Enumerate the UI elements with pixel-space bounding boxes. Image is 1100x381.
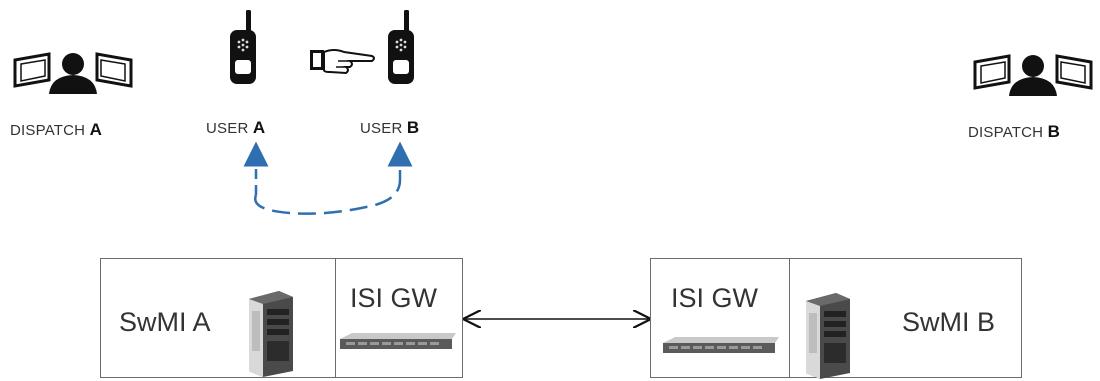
- swmi-b-box: SwMI B: [789, 258, 1022, 379]
- user-b-letter: B: [406, 118, 420, 137]
- dispatch-b-letter: B: [1047, 122, 1061, 141]
- isi-gw-b-label: ISI GW: [671, 283, 758, 313]
- isi-gw-a-box: ISI GW: [335, 258, 463, 378]
- dispatch-a-label: DISPATCH A: [10, 120, 102, 140]
- user-b-text: USER: [360, 120, 403, 137]
- isi-gw-a-label: ISI GW: [350, 283, 437, 313]
- dispatch-b-text: DISPATCH: [968, 124, 1044, 141]
- user-a-text: USER: [206, 120, 249, 137]
- swmi-a-box: SwMI A: [100, 258, 336, 378]
- swmi-b-label: SwMI B: [902, 307, 996, 337]
- isi-gw-b-box: ISI GW: [650, 258, 790, 378]
- dispatch-b-label: DISPATCH B: [968, 122, 1060, 142]
- dispatch-a-letter: A: [89, 120, 103, 139]
- rack-gateway-b-icon: [663, 337, 779, 353]
- swmi-a-label: SwMI A: [119, 307, 211, 337]
- server-b-icon: [806, 293, 850, 379]
- user-a-label: USER A: [206, 118, 265, 138]
- user-a-letter: A: [252, 118, 266, 137]
- user-b-label: USER B: [360, 118, 419, 138]
- dispatch-a-text: DISPATCH: [10, 122, 86, 139]
